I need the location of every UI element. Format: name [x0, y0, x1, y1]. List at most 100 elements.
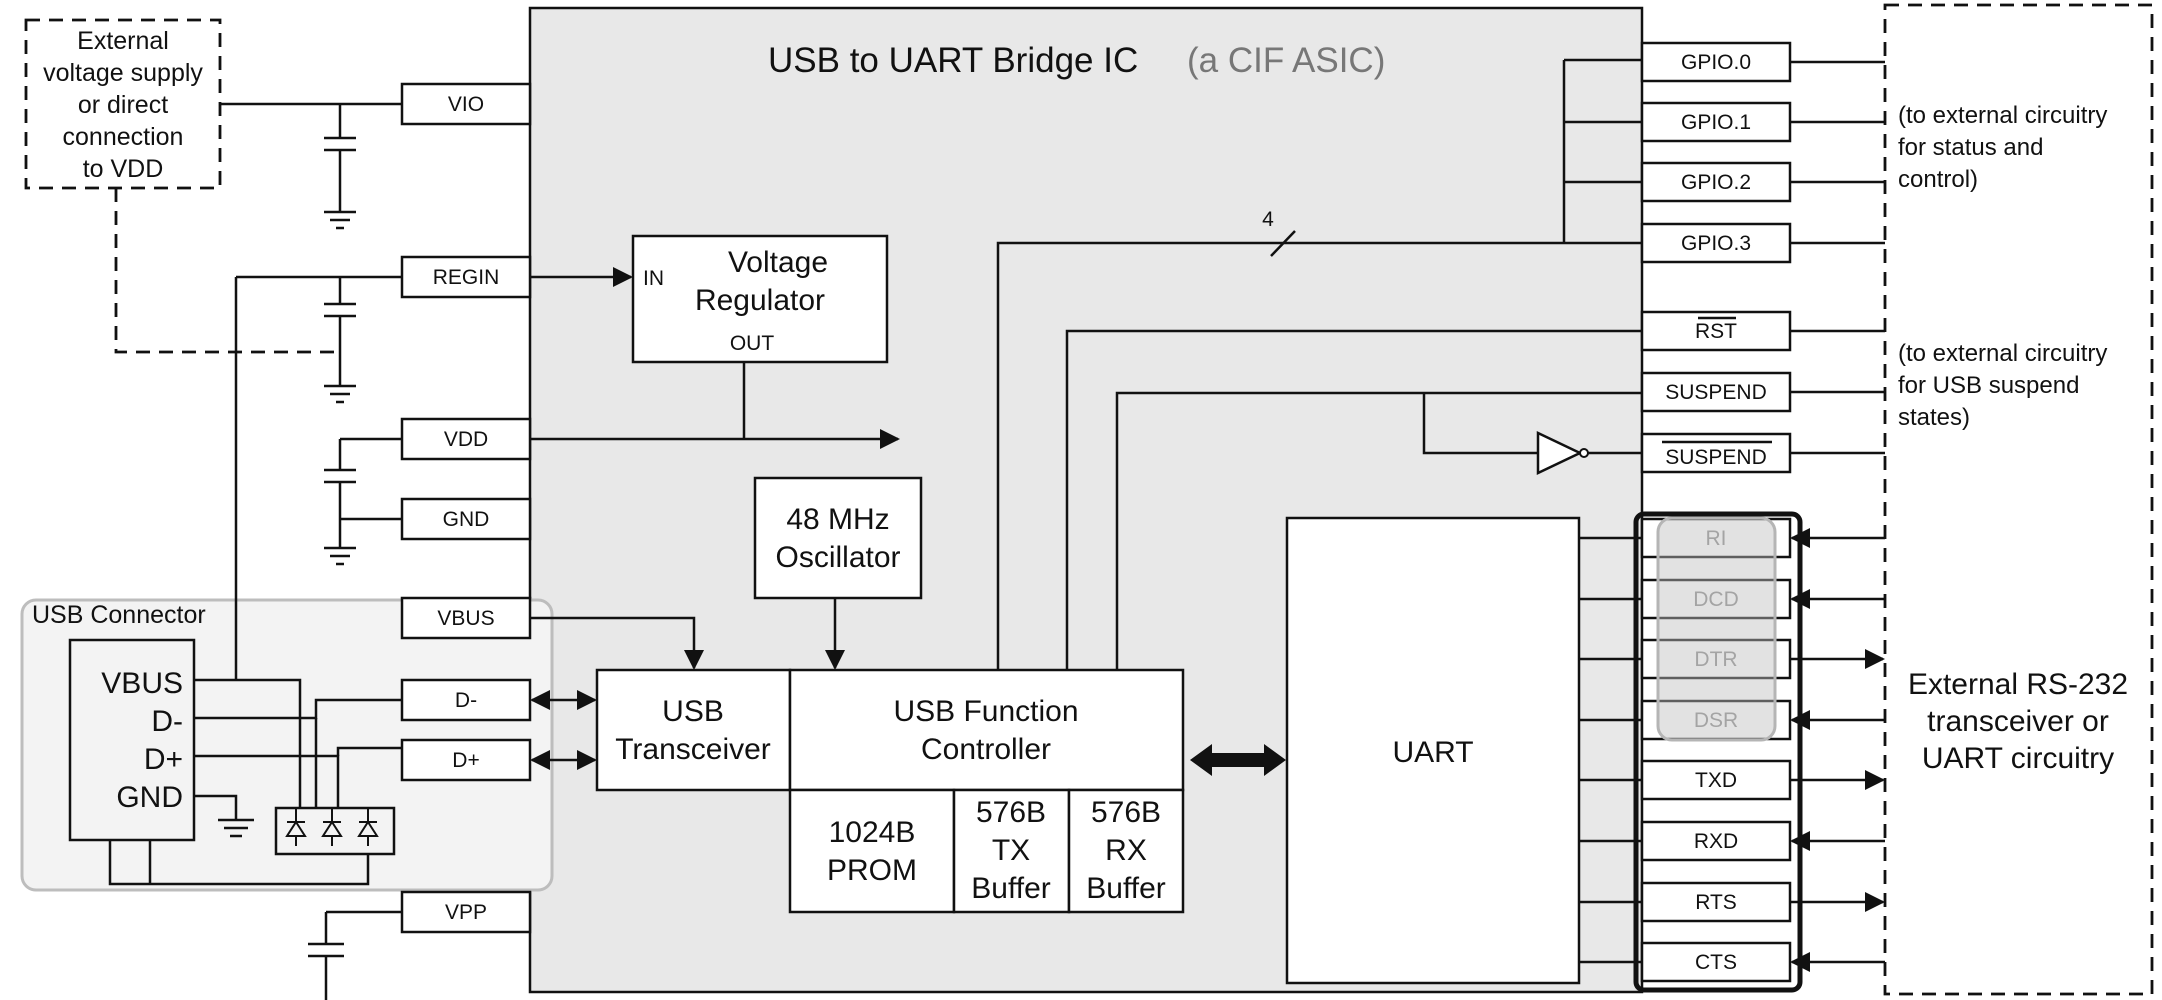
svg-text:VDD: VDD	[444, 428, 488, 451]
pin-vbus: VBUS	[400, 596, 532, 640]
tx-buffer-label-1: 576B	[976, 796, 1046, 829]
svg-text:RXD: RXD	[1694, 830, 1738, 853]
svg-text:transceiver or: transceiver or	[1927, 705, 2109, 738]
bus-width-label: 4	[1262, 208, 1274, 231]
tvs-diode-icon	[285, 808, 379, 846]
pin-dtr: DTR	[1640, 638, 1792, 680]
pin-gnd: GND	[400, 497, 532, 541]
svg-text:(to external circuitry: (to external circuitry	[1898, 102, 2107, 129]
voltage-regulator-in: IN	[643, 267, 664, 290]
svg-text:D+: D+	[452, 749, 479, 772]
voltage-regulator-block	[631, 234, 889, 364]
external-supply-label: External voltage supply or direct connec…	[43, 27, 203, 183]
gpio-note: (to external circuitry for status and co…	[1898, 102, 2107, 193]
svg-text:(to external circuitry: (to external circuitry	[1898, 340, 2107, 367]
oscillator-block	[753, 476, 923, 600]
usb-transceiver-label-1: USB	[662, 695, 724, 728]
svg-text:connection: connection	[63, 123, 184, 151]
svg-text:GPIO.3: GPIO.3	[1681, 232, 1751, 255]
voltage-regulator-title: Voltage	[728, 246, 828, 279]
uart-pin-group-outline	[1633, 511, 1803, 993]
prom-label-1: 1024B	[829, 816, 916, 849]
pin-txd: TXD	[1640, 759, 1792, 801]
usb-connector-pin-dplus: D+	[144, 743, 183, 776]
svg-text:or direct: or direct	[78, 91, 168, 119]
uart-label: UART	[1392, 736, 1473, 769]
usb-connector-pin-dminus: D-	[151, 705, 183, 738]
pin-cts: CTS	[1640, 941, 1792, 983]
svg-text:to VDD: to VDD	[83, 155, 164, 183]
usb-function-controller-label-2: Controller	[921, 733, 1051, 766]
svg-text:External: External	[77, 27, 169, 55]
svg-text:GPIO.2: GPIO.2	[1681, 171, 1751, 194]
svg-text:UART circuitry: UART circuitry	[1922, 742, 2114, 775]
uart-block	[1285, 516, 1581, 985]
oscillator-label-2: Oscillator	[775, 541, 900, 574]
svg-text:control): control)	[1898, 166, 1978, 193]
rx-buffer-label-2: RX	[1105, 834, 1147, 867]
modem-control-highlight	[1656, 516, 1777, 742]
rx-buffer-label-1: 576B	[1091, 796, 1161, 829]
pin-rst: RST	[1640, 310, 1792, 352]
pin-vio: VIO	[400, 82, 532, 126]
svg-text:RST: RST	[1695, 320, 1737, 343]
inverter-symbol	[1536, 431, 1600, 475]
svg-text:DCD: DCD	[1693, 588, 1739, 611]
pin-dminus: D-	[400, 678, 532, 722]
pin-suspend-n: SUSPEND	[1640, 432, 1792, 474]
svg-text:for status and: for status and	[1898, 134, 2043, 161]
pin-regin: REGIN	[400, 255, 532, 299]
pin-gpio-2: GPIO.2	[1640, 161, 1792, 203]
svg-text:SUSPEND: SUSPEND	[1665, 446, 1767, 469]
pin-dplus: D+	[400, 738, 532, 782]
usb-transceiver-block	[595, 668, 792, 792]
oscillator-label-1: 48 MHz	[786, 503, 889, 536]
pin-ri: RI	[1640, 517, 1792, 559]
svg-text:voltage supply: voltage supply	[43, 59, 203, 87]
svg-text:D-: D-	[455, 689, 477, 712]
pin-gpio-0: GPIO.0	[1640, 41, 1792, 83]
rx-buffer-block	[1067, 788, 1185, 914]
tx-buffer-label-3: Buffer	[971, 872, 1051, 905]
svg-text:RI: RI	[1706, 527, 1727, 550]
pin-gpio-3: GPIO.3	[1640, 222, 1792, 264]
svg-text:states): states)	[1898, 404, 1970, 431]
pin-dcd: DCD	[1640, 578, 1792, 620]
pin-rxd: RXD	[1640, 820, 1792, 862]
svg-text:TXD: TXD	[1695, 769, 1737, 792]
usb-connector-pin-gnd: GND	[116, 781, 183, 814]
prom-label-2: PROM	[827, 854, 917, 887]
usb-function-controller-label-1: USB Function	[893, 695, 1078, 728]
svg-text:DTR: DTR	[1694, 648, 1737, 671]
tx-buffer-label-2: TX	[992, 834, 1030, 867]
svg-text:CTS: CTS	[1695, 951, 1737, 974]
pin-vdd: VDD	[400, 417, 532, 461]
svg-text:DSR: DSR	[1694, 709, 1738, 732]
pin-suspend: SUSPEND	[1640, 371, 1792, 413]
usb-transceiver-label-2: Transceiver	[615, 733, 771, 766]
usb-connector-label: USB Connector	[32, 601, 206, 629]
voltage-regulator-out: OUT	[730, 332, 775, 355]
ic-title: USB to UART Bridge IC	[768, 41, 1138, 80]
prom-block	[788, 788, 956, 914]
suspend-note: (to external circuitry for USB suspend s…	[1898, 340, 2107, 431]
svg-text:GND: GND	[443, 508, 490, 531]
usb-function-controller-block	[788, 668, 1185, 792]
svg-text:SUSPEND: SUSPEND	[1665, 381, 1767, 404]
voltage-regulator-title-2: Regulator	[695, 284, 825, 317]
rx-buffer-label-3: Buffer	[1086, 872, 1166, 905]
usb-connector-pin-vbus: VBUS	[101, 667, 183, 700]
svg-text:GPIO.0: GPIO.0	[1681, 51, 1751, 74]
svg-text:VPP: VPP	[445, 901, 487, 924]
svg-text:RTS: RTS	[1695, 891, 1737, 914]
svg-text:External RS-232: External RS-232	[1908, 668, 2128, 701]
svg-text:GPIO.1: GPIO.1	[1681, 111, 1751, 134]
svg-text:VIO: VIO	[448, 93, 484, 116]
svg-text:for USB suspend: for USB suspend	[1898, 372, 2079, 399]
svg-text:VBUS: VBUS	[437, 607, 494, 630]
rs232-note: External RS-232 transceiver or UART circ…	[1908, 668, 2128, 775]
bidirectional-bus-arrow	[1190, 744, 1286, 776]
esd-protection-array	[274, 806, 396, 856]
usb-connector-body	[68, 638, 196, 842]
